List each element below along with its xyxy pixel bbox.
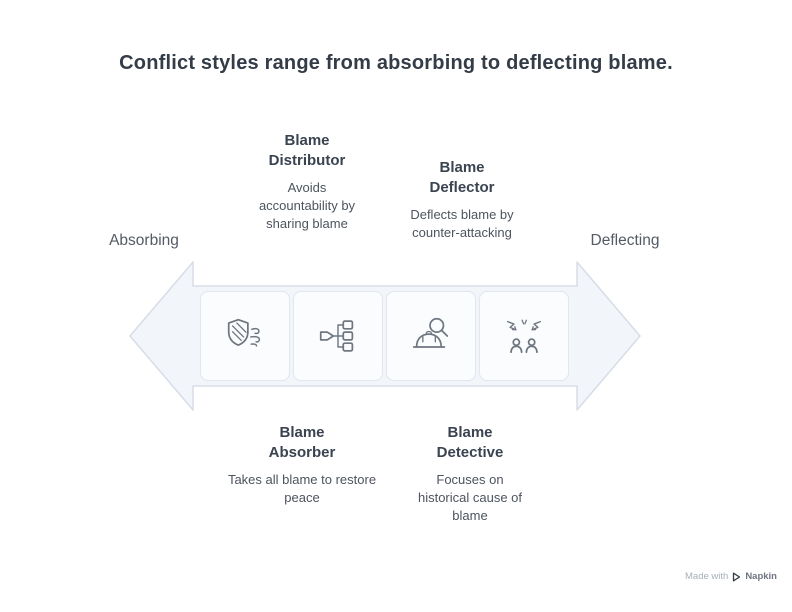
style-description-absorber: Takes all blame to restore peace [227, 472, 377, 505]
label-blame-absorber: Blame Absorber Takes all blame to restor… [227, 423, 377, 507]
people-conflict-icon [506, 319, 542, 354]
napkin-logo-icon [733, 572, 741, 582]
style-description-deflector: Deflects blame by counter-attacking [410, 207, 514, 240]
helmet-magnifier-icon [412, 317, 449, 348]
stylebox-blame-absorber [200, 291, 290, 381]
diagram-title: Conflict styles range from absorbing to … [119, 52, 673, 74]
style-name-absorber: Blame Absorber [268, 424, 336, 461]
axis-label-absorbing: Absorbing [109, 232, 179, 249]
distribute-icon [319, 320, 354, 352]
style-name-detective: Blame Detective [436, 424, 504, 461]
stylebox-blame-deflector [479, 291, 569, 381]
watermark-brand: Napkin [745, 571, 777, 582]
axis-label-deflecting: Deflecting [590, 232, 660, 249]
style-description-detective: Focuses on historical cause of blame [417, 472, 523, 523]
label-blame-distributor: Blame Distributor Avoids accountability … [232, 131, 382, 233]
stylebox-blame-detective [386, 291, 476, 381]
watermark-prefix: Made with [685, 571, 729, 582]
style-name-deflector: Blame Deflector [429, 159, 495, 196]
stylebox-blame-distributor [293, 291, 383, 381]
style-description-distributor: Avoids accountability by sharing blame [258, 180, 356, 231]
label-blame-deflector: Blame Deflector Deflects blame by counte… [387, 158, 537, 242]
label-blame-detective: Blame Detective Focuses on historical ca… [395, 423, 545, 525]
watermark: Made with Napkin [685, 571, 777, 583]
shield-wind-icon [227, 318, 261, 347]
style-name-distributor: Blame Distributor [268, 132, 346, 169]
